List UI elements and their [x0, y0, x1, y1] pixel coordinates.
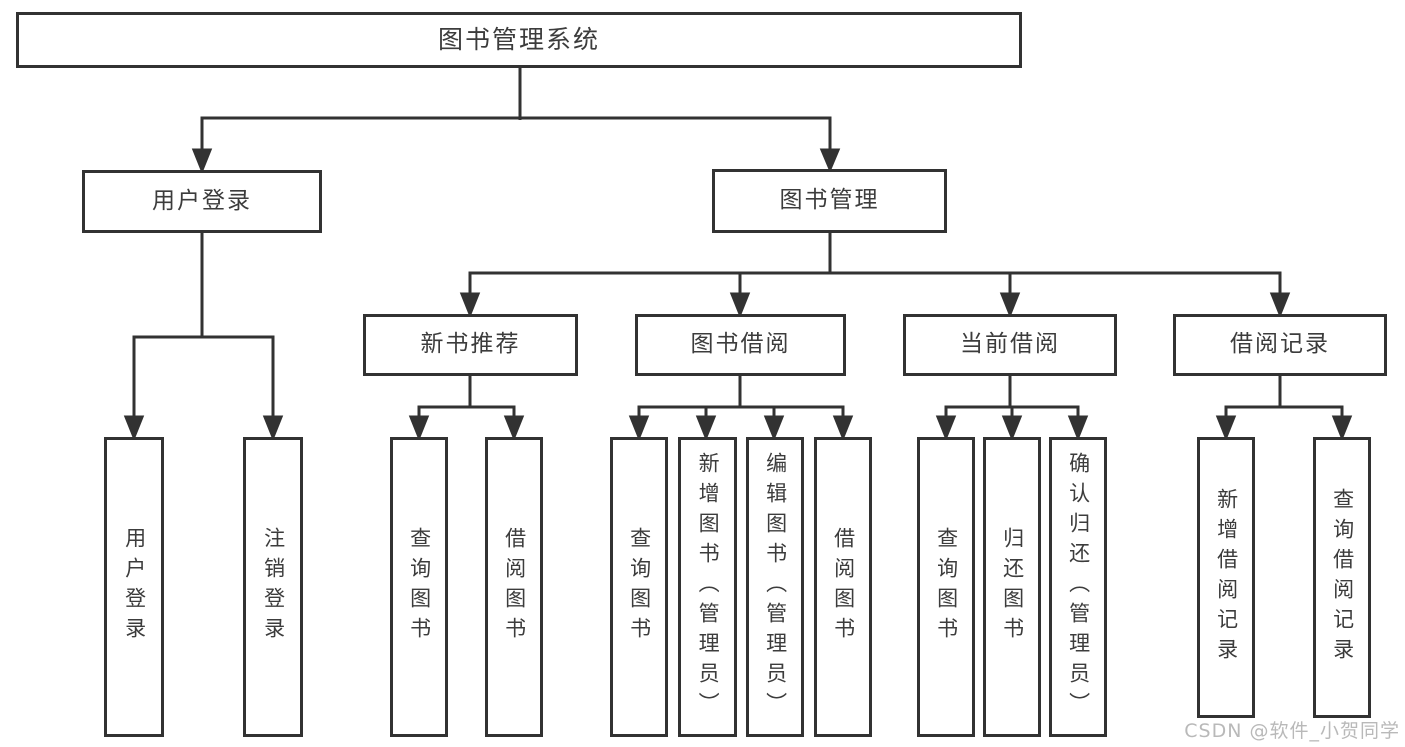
leaf-return-books: 归还图书: [983, 437, 1041, 737]
leaf-add-borrow-record: 新增借阅记录: [1197, 437, 1255, 718]
node-book-management: 图书管理: [712, 169, 947, 233]
leaf-confirm-return-admin: 确认归还（管理员）: [1049, 437, 1107, 737]
leaf-query-books-borrowing: 查询图书: [610, 437, 668, 737]
node-new-book-recommend: 新书推荐: [363, 314, 578, 376]
leaf-query-books-recommend: 查询图书: [390, 437, 448, 737]
leaf-edit-books-admin: 编辑图书（管理员）: [746, 437, 804, 737]
leaf-add-books-admin: 新增图书（管理员）: [678, 437, 737, 737]
leaf-borrow-books-recommend: 借阅图书: [485, 437, 543, 737]
node-book-borrowing: 图书借阅: [635, 314, 846, 376]
leaf-logout: 注销登录: [243, 437, 303, 737]
leaf-query-books-current: 查询图书: [917, 437, 975, 737]
csdn-watermark: CSDN @软件_小贺同学: [1184, 720, 1400, 742]
leaf-borrow-books: 借阅图书: [814, 437, 872, 737]
node-root-library-system: 图书管理系统: [16, 12, 1022, 68]
leaf-query-borrow-record: 查询借阅记录: [1313, 437, 1371, 718]
node-borrow-records: 借阅记录: [1173, 314, 1387, 376]
leaf-user-login: 用户登录: [104, 437, 164, 737]
node-current-borrowing: 当前借阅: [903, 314, 1117, 376]
node-user-login: 用户登录: [82, 170, 322, 233]
